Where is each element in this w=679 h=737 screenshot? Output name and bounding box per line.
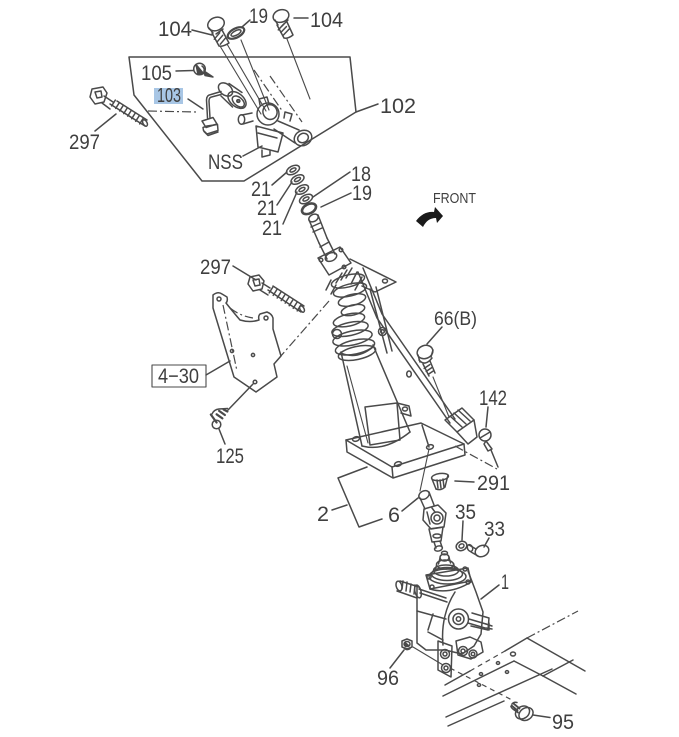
- svg-text:125: 125: [216, 445, 244, 468]
- svg-text:21: 21: [251, 178, 271, 201]
- svg-text:297: 297: [69, 131, 100, 154]
- svg-text:102: 102: [380, 95, 416, 118]
- svg-text:NSS: NSS: [208, 151, 243, 174]
- svg-text:35: 35: [455, 501, 476, 524]
- svg-text:18: 18: [351, 163, 371, 186]
- svg-text:21: 21: [257, 197, 277, 220]
- svg-text:1: 1: [501, 571, 509, 594]
- svg-text:95: 95: [552, 711, 574, 734]
- svg-text:33: 33: [484, 518, 505, 541]
- svg-text:291: 291: [477, 472, 510, 495]
- svg-text:2: 2: [317, 503, 329, 526]
- svg-text:19: 19: [352, 182, 372, 205]
- svg-text:104: 104: [158, 18, 192, 41]
- svg-text:4−30: 4−30: [158, 365, 199, 388]
- svg-text:96: 96: [377, 667, 399, 690]
- svg-text:103: 103: [157, 85, 181, 107]
- svg-text:142: 142: [479, 387, 507, 410]
- svg-text:66(B): 66(B): [434, 309, 477, 330]
- svg-text:21: 21: [262, 217, 282, 240]
- svg-text:297: 297: [200, 256, 231, 279]
- svg-text:19: 19: [249, 5, 268, 28]
- svg-text:104: 104: [310, 9, 343, 32]
- svg-text:6: 6: [388, 504, 400, 527]
- svg-text:FRONT: FRONT: [433, 190, 476, 207]
- svg-text:105: 105: [141, 62, 172, 85]
